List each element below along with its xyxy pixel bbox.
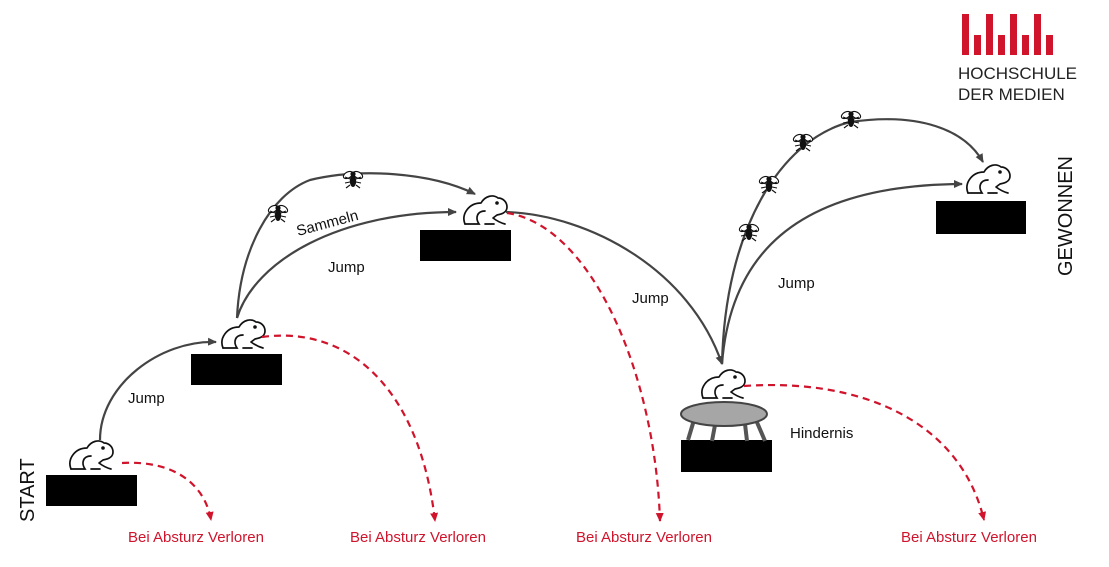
logo-bar: [1034, 14, 1041, 55]
logo-bar: [1046, 35, 1053, 55]
fall-arrow-2: [261, 334, 439, 522]
frog-icon: [966, 164, 1011, 194]
frog-icon: [701, 369, 746, 399]
fly-icon: [791, 132, 815, 152]
fly-icon: [757, 174, 781, 194]
jump-label: Jump: [328, 259, 365, 276]
fall-arrow-4: [743, 384, 987, 521]
logo-bar: [1010, 14, 1017, 55]
fall-arrow-1: [121, 461, 214, 521]
fly-icon: [839, 109, 863, 129]
start-label: START: [17, 458, 39, 522]
goal-platform: [936, 201, 1026, 234]
fly-icon: [266, 203, 290, 223]
fly-icon: [341, 169, 365, 189]
logo-line1: HOCHSCHULE: [958, 64, 1077, 83]
logo-bar: [998, 35, 1005, 55]
fail-label: Bei Absturz Verloren: [128, 529, 264, 546]
logo-line2: DER MEDIEN: [958, 85, 1065, 104]
jump-arrow-2: [235, 208, 457, 319]
platform-2: [191, 354, 282, 385]
fall-arrow-3: [506, 211, 664, 522]
jump-label: Jump: [632, 290, 669, 307]
start-platform: [46, 475, 137, 506]
logo-bar: [962, 14, 969, 55]
frog-icon: [463, 195, 508, 225]
frog-icon: [221, 319, 266, 349]
collect-arrow-2: [720, 118, 984, 365]
hdm-logo: HOCHSCHULE DER MEDIEN: [958, 14, 1077, 104]
frog-icon: [69, 440, 114, 470]
fail-label: Bei Absturz Verloren: [350, 529, 486, 546]
jump-label: Jump: [778, 275, 815, 292]
logo-bar: [974, 35, 981, 55]
fly-icon: [737, 222, 761, 242]
fail-label: Bei Absturz Verloren: [901, 529, 1037, 546]
fail-label: Bei Absturz Verloren: [576, 529, 712, 546]
obstacle-label: Hindernis: [790, 425, 853, 442]
jump-arrow-1: [98, 337, 217, 441]
obstacle-platform: [681, 440, 772, 472]
won-label: GEWONNEN: [1055, 156, 1077, 276]
jump-arrow-3: [505, 210, 724, 365]
jump-arrow-4: [720, 180, 963, 365]
platform-3: [420, 230, 511, 261]
trampoline-icon: [680, 401, 768, 442]
jump-label: Jump: [128, 390, 165, 407]
logo-bar: [986, 14, 993, 55]
collect-arrow-1: [235, 172, 476, 319]
logo-bar: [1022, 35, 1029, 55]
